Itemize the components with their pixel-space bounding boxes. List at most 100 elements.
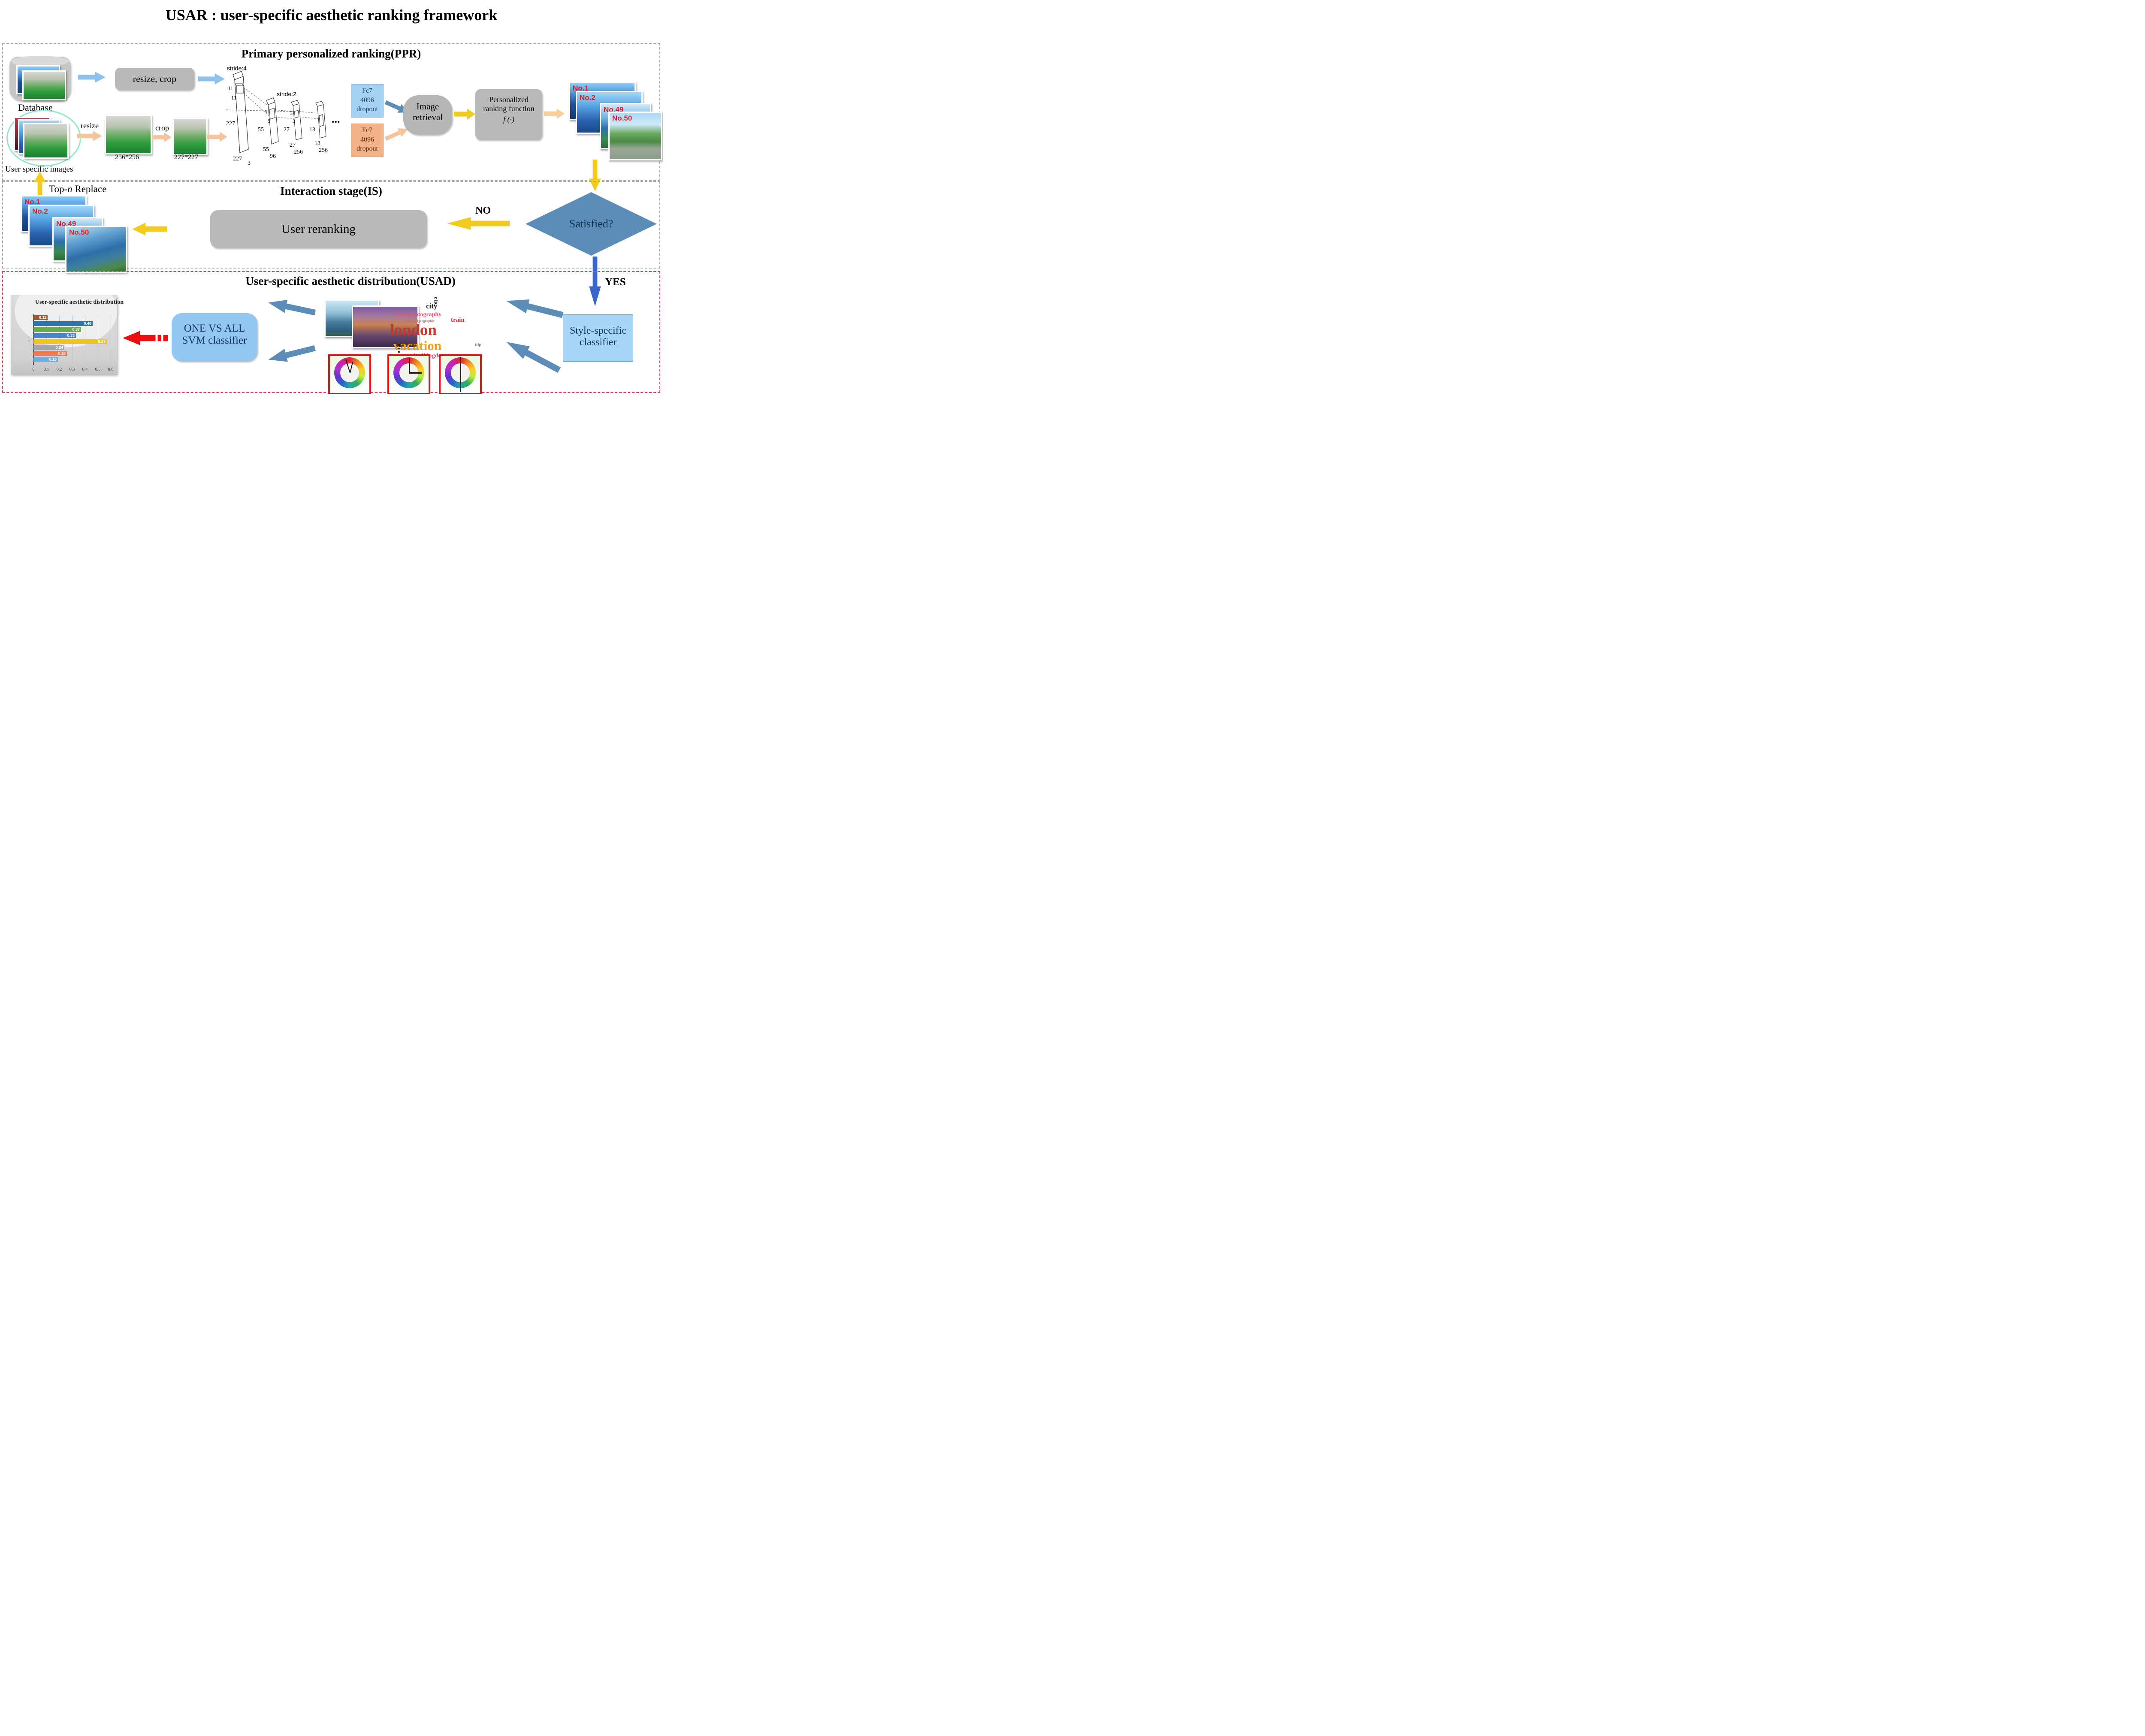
cnn-l4-d: 256: [319, 147, 328, 154]
aesthetic-distribution-chart: User-specific aesthetic distribution 1 0…: [11, 295, 124, 374]
wordcloud-word: trip: [475, 342, 481, 347]
cnn-stride1: stride:4: [227, 65, 247, 72]
cnn-l3-d: 256: [294, 149, 303, 155]
chart-title: User-specific aesthetic distribution: [35, 299, 124, 305]
wordcloud-word: vacation: [393, 338, 441, 353]
ranking-function-f: f (·): [503, 115, 514, 124]
user-photo-green: [23, 123, 69, 159]
cnn-ellipsis: ...: [332, 113, 340, 125]
fc7-blue-line2: 4096: [360, 96, 374, 104]
rerank-no50-photo: No.50: [65, 226, 127, 273]
top-n-replace-label: Top-n Replace: [49, 184, 106, 195]
wheel-hand: [409, 372, 422, 374]
chart-bar: 0.24: [33, 345, 64, 350]
user-reranking-box: User reranking: [210, 210, 427, 248]
chart-x-tick: 0.5: [95, 367, 101, 372]
resize-crop-box: resize, crop: [115, 68, 194, 90]
image-retrieval-box: Image retrieval: [403, 95, 452, 135]
ranking-function-line1: Personalized: [489, 95, 529, 104]
cnn-l2-h: 55: [258, 127, 264, 133]
chart-bar-value: 0.33: [67, 333, 75, 338]
fc7-orange-line3: dropout: [356, 145, 378, 153]
wordcloud-word: nationalgeographic: [406, 319, 435, 323]
fc7-blue-line3: dropout: [356, 106, 378, 113]
chart-bar-value: 0.19: [49, 357, 57, 362]
usar-framework-figure: USAR : user-specific aesthetic ranking f…: [0, 0, 663, 394]
image-256: [105, 115, 152, 154]
result-no2-tag: No.2: [580, 94, 595, 102]
chart-bar-row: 0.33: [33, 333, 111, 338]
result-no50-tag: No.50: [612, 114, 632, 122]
style-photo-london: [352, 305, 419, 348]
style-line1: Style-specific: [570, 325, 626, 336]
top-n-suffix: Replace: [72, 184, 107, 194]
cnn-k3a: 3: [290, 110, 293, 116]
size-227-label: 227*227: [174, 154, 198, 161]
cnn-k3b: 3: [293, 118, 295, 124]
size-256-label: 256*256: [115, 154, 139, 161]
cnn-in-w: 227: [233, 156, 242, 162]
resize-label: resize: [81, 121, 99, 130]
color-wheel-3: [439, 354, 482, 394]
resize-crop-label: resize, crop: [133, 73, 177, 84]
chart-bar: 0.46: [33, 321, 93, 326]
chart-bar-row: 0.37: [33, 327, 111, 332]
image-227: [172, 118, 208, 155]
cnn-l3-w: 27: [290, 142, 296, 148]
chart-bar: 0.57: [33, 339, 107, 344]
chart-bar: 0.33: [33, 333, 76, 338]
wordcloud-word: train: [451, 317, 465, 323]
cnn-architecture: stride:4 11 11 227 227 3 5 5 55 55 96 st…: [226, 65, 340, 166]
style-classifier-box: Style-specific classifier: [563, 314, 633, 362]
ranking-function-line2: ranking function: [483, 104, 535, 113]
color-wheel-1: [328, 354, 371, 394]
chart-bar-value: 0.11: [39, 315, 46, 320]
cnn-k5b: 5: [268, 118, 270, 124]
cnn-l3-h: 27: [284, 127, 290, 133]
chart-bar-row: 0.19: [33, 357, 111, 362]
chart-x-tick: 0.2: [56, 367, 62, 372]
chart-x-tick: 0.4: [82, 367, 88, 372]
crop-label: crop: [155, 124, 169, 132]
is-header: Interaction stage(IS): [280, 184, 382, 197]
wheel-diameter-line: [460, 357, 461, 392]
yes-label: YES: [605, 276, 626, 288]
cnn-l4-w: 13: [314, 140, 320, 147]
rerank-no1-tag: No.1: [24, 198, 40, 206]
chart-x-tick: 0.6: [108, 367, 114, 372]
user-images-label: User specific images: [5, 165, 73, 174]
wordcloud-word: city: [426, 302, 438, 310]
chart-bar-row: 0.26: [33, 351, 111, 356]
chart-bar: 0.19: [33, 357, 58, 362]
cnn-stride2: stride:2: [277, 91, 296, 97]
fc7-orange-line1: Fc7: [362, 127, 372, 134]
svm-classifier-box: ONE VS ALL SVM classifier: [172, 313, 257, 361]
result-no50-photo: No.50: [608, 112, 662, 160]
chart-bar-value: 0.37: [72, 327, 80, 332]
chart-x-tick: 0.1: [43, 367, 49, 372]
image-retrieval-line1: Image: [416, 101, 439, 112]
cnn-k11b: 11: [231, 94, 237, 101]
top-n-prefix: Top-: [49, 184, 68, 194]
chart-bar-row: 0.24: [33, 345, 111, 350]
result-no1-tag: No.1: [573, 84, 589, 92]
cnn-k11a: 11: [228, 85, 233, 91]
fc7-blue-line1: Fc7: [362, 87, 372, 94]
section-interaction: Interaction stage(IS): [2, 181, 660, 269]
section-ppr: Primary personalized ranking(PPR): [2, 43, 660, 181]
figure-title: USAR : user-specific aesthetic ranking f…: [165, 6, 498, 24]
chart-x-tick: 0: [32, 367, 35, 372]
chart-bar-value: 0.46: [84, 321, 91, 326]
chart-y-tick: 1: [28, 337, 30, 342]
chart-bar-value: 0.57: [98, 339, 106, 344]
wordcloud-word: streetphotography: [394, 311, 442, 318]
chart-bar-value: 0.24: [55, 345, 63, 350]
chart-bar-row: 0.46: [33, 321, 111, 326]
ranking-function-box: Personalized ranking function f (·): [475, 89, 542, 140]
vertical-ellipsis: ⋮: [394, 343, 404, 354]
cnn-l2-d: 96: [270, 153, 276, 160]
chart-bar-row: 0.11: [33, 315, 111, 320]
no-label: NO: [475, 205, 491, 216]
